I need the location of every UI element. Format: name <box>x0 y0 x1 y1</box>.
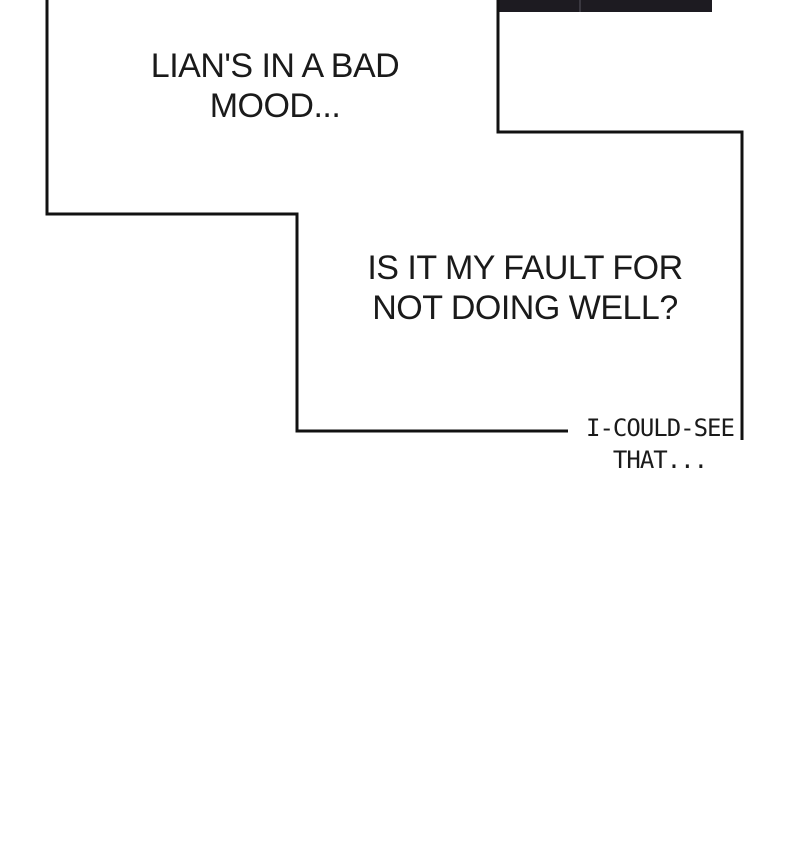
dark-panel-fragment <box>498 0 712 12</box>
caption-line: LIAN'S IN A BAD <box>150 47 400 85</box>
caption-line: IS IT MY FAULT FOR <box>367 249 683 287</box>
caption-my-fault: IS IT MY FAULT FOR NOT DOING WELL? <box>350 248 700 328</box>
right-panel-border <box>496 0 744 440</box>
caption-line: MOOD... <box>209 87 341 126</box>
caption-lian-mood: LIAN'S IN A BAD MOOD... <box>120 46 430 126</box>
caption-could-see: I-COULD-SEE THAT... <box>560 412 760 477</box>
caption-line: NOT DOING WELL? <box>372 289 678 328</box>
left-panel-border <box>45 0 568 433</box>
caption-line: THAT... <box>612 446 708 475</box>
caption-line: I-COULD-SEE <box>586 414 735 442</box>
